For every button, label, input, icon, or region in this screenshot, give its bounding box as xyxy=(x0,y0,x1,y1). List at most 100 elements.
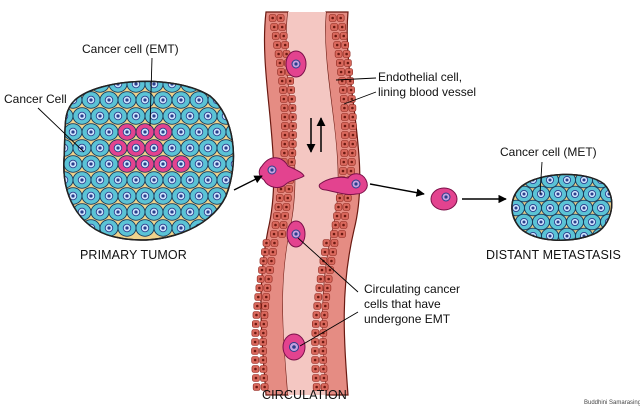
met-cell xyxy=(549,213,567,231)
met-cell xyxy=(583,185,601,203)
cancer-cell xyxy=(144,203,164,221)
cancer-cell xyxy=(180,203,200,221)
label-cancer-cell-emt: Cancer cell (EMT) xyxy=(82,42,179,56)
cancer-cell xyxy=(108,107,128,125)
cancer-cell xyxy=(63,123,83,141)
label-endothelial-line2: lining blood vessel xyxy=(378,85,477,99)
cancer-cell xyxy=(162,107,182,125)
cancer-cell xyxy=(117,219,137,237)
cancer-cell xyxy=(207,187,227,205)
cancer-cell xyxy=(81,155,101,173)
cancer-cell xyxy=(189,187,209,205)
met-cell xyxy=(549,185,567,203)
intravasating-cell xyxy=(258,157,305,188)
emt-cell xyxy=(135,155,155,173)
blood-vessel xyxy=(251,11,361,396)
cancer-cell xyxy=(126,107,146,125)
cancer-cell xyxy=(225,219,234,237)
cancer-cell xyxy=(225,91,234,109)
cancer-cell xyxy=(153,187,173,205)
cancer-cell xyxy=(171,187,191,205)
cancer-cell xyxy=(207,219,227,237)
label-distant-metastasis: DISTANT METASTASIS xyxy=(486,248,621,262)
primary-tumor xyxy=(63,80,235,241)
cancer-cell xyxy=(144,81,164,93)
circulating-cell-bottom xyxy=(282,333,306,361)
cancer-cell xyxy=(126,171,146,189)
cancer-cell xyxy=(225,155,234,173)
cancer-cell xyxy=(153,219,173,237)
label-primary-tumor: PRIMARY TUMOR xyxy=(80,248,187,262)
met-cell xyxy=(592,174,610,189)
cancer-cell xyxy=(216,81,234,93)
emt-cell xyxy=(135,123,155,141)
cancer-cell xyxy=(135,219,155,237)
cancer-cell xyxy=(162,139,182,157)
cancer-cell xyxy=(162,171,182,189)
met-cell xyxy=(515,213,533,231)
cancer-cell xyxy=(198,171,218,189)
met-cell xyxy=(515,185,533,203)
met-cell xyxy=(558,227,576,241)
cancer-cell xyxy=(72,107,92,125)
met-cell xyxy=(558,199,576,217)
label-endothelial-line1: Endothelial cell, xyxy=(378,70,463,84)
free-cell xyxy=(430,187,458,211)
cancer-cell xyxy=(72,139,92,157)
cancer-cell xyxy=(180,171,200,189)
met-cell xyxy=(566,213,584,231)
label-circulation: CIRCULATION xyxy=(262,388,347,402)
circulating-cell-top xyxy=(285,50,307,78)
cancer-cell xyxy=(63,107,74,125)
cancer-cell xyxy=(135,187,155,205)
cancer-cell xyxy=(189,123,209,141)
metastasis-cells xyxy=(511,174,612,241)
cancer-cell xyxy=(108,203,128,221)
cancer-cell xyxy=(198,81,218,93)
cancer-cell xyxy=(207,91,227,109)
emt-cell xyxy=(144,139,164,157)
cancer-cell xyxy=(90,203,110,221)
cancer-cell xyxy=(99,91,119,109)
emt-cell xyxy=(108,139,128,157)
met-cell xyxy=(524,199,542,217)
met-cell xyxy=(541,227,559,241)
cancer-cell xyxy=(171,123,191,141)
label-circulating-line3: undergone EMT xyxy=(364,312,451,326)
cancer-cell xyxy=(81,123,101,141)
cancer-cell xyxy=(72,171,92,189)
circulating-cell-middle xyxy=(286,220,306,248)
met-cell xyxy=(583,213,601,231)
label-credit: Buddhini Samarasinghe xyxy=(584,400,640,406)
met-cell xyxy=(575,199,593,217)
label-circulating-line2: cells that have xyxy=(364,297,441,311)
met-cell xyxy=(592,199,610,217)
arrow-tumor-to-vessel xyxy=(233,175,263,191)
cancer-cell xyxy=(126,203,146,221)
cancer-cell xyxy=(126,81,146,93)
emt-cell xyxy=(153,123,173,141)
cancer-cell xyxy=(99,123,119,141)
distant-metastasis xyxy=(511,173,613,241)
cancer-cell xyxy=(144,107,164,125)
cancer-cell xyxy=(81,91,101,109)
cancer-cell xyxy=(207,155,227,173)
cancer-cell xyxy=(63,81,74,93)
emt-cell xyxy=(117,155,137,173)
cancer-cell xyxy=(117,187,137,205)
extravasating-cell xyxy=(318,173,368,195)
cancer-cell xyxy=(153,91,173,109)
emt-cell xyxy=(153,155,173,173)
met-cell xyxy=(511,199,525,217)
cancer-cell xyxy=(198,139,218,157)
emt-cell xyxy=(126,139,146,157)
cancer-cell xyxy=(90,171,110,189)
label-cancer-cell: Cancer Cell xyxy=(4,92,67,106)
cancer-cell xyxy=(99,187,119,205)
cancer-cell xyxy=(162,203,182,221)
cancer-cell xyxy=(90,107,110,125)
endothelial-cells xyxy=(251,14,357,391)
cancer-cell xyxy=(144,171,164,189)
